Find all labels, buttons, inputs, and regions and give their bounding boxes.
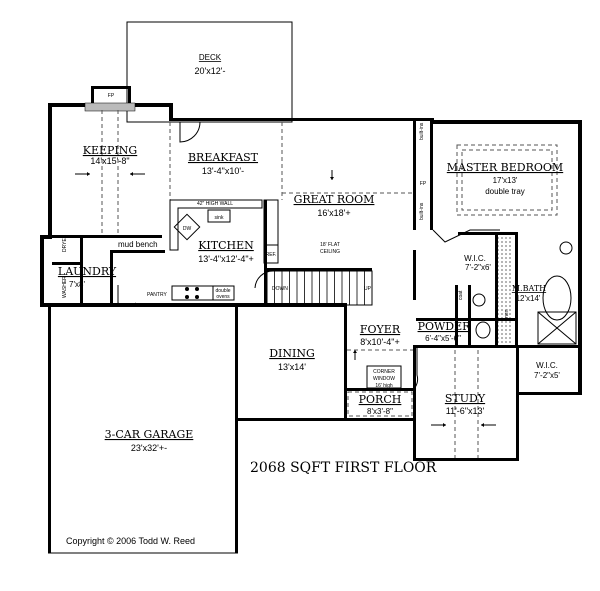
room-wic1-label: W.I.C. 7'-2"x6' <box>464 254 491 272</box>
room-wic2-label: W.I.C. 7'-2"x5' <box>534 361 560 380</box>
garage-dim: 23'x32'+- <box>131 443 167 453</box>
dryer-label: DRYER <box>62 234 68 252</box>
room-keeping-label: KEEPING 14'x15'-8" <box>83 144 137 166</box>
arrows <box>75 170 496 427</box>
copyright-text: Copyright © 2006 Todd W. Reed <box>66 536 195 546</box>
powder-name: POWDER <box>418 320 472 333</box>
mud-bench-label: mud bench <box>118 240 158 249</box>
pantry-label: PANTRY <box>147 292 167 298</box>
keeping-dim: 14'x15'-8" <box>90 156 129 166</box>
stairs-up-label: UP <box>364 286 372 292</box>
double-ovens-label-2: ovens <box>216 294 230 300</box>
fireplace-label: FP <box>108 93 115 99</box>
stairs-down-label: DOWN <box>272 286 288 292</box>
room-garage-label: 3-CAR GARAGE 23'x32'+- <box>105 428 194 453</box>
foyer-name: FOYER <box>360 323 401 336</box>
kitchen-name: KITCHEN <box>198 239 254 252</box>
room-foyer-label: FOYER 8'x10'-4"+ <box>360 323 401 347</box>
room-powder-label: POWDER 6'-4"x5'-6" <box>418 320 472 343</box>
corner-window-line2: WINDOW <box>373 376 395 382</box>
great-room-note2: CEILING <box>320 249 340 255</box>
high-wall-label: 42" HIGH WALL <box>197 201 233 207</box>
mbath-dim: 12'x14' <box>516 294 541 303</box>
room-mbath-label: M.BATH 12'x14' <box>512 284 546 303</box>
laundry-dim: 7'x8' <box>69 280 85 289</box>
porch-name: PORCH <box>359 393 402 406</box>
master-bedroom-name: MASTER BEDROOM <box>447 161 563 174</box>
room-dining-label: DINING 13'x14' <box>269 347 315 372</box>
breakfast-dim: 13'-4"x10'- <box>202 166 244 176</box>
keeping-name: KEEPING <box>83 144 137 157</box>
room-great-room-label: GREAT ROOM 16'x18'+ 18' FLAT CEILING <box>294 193 375 255</box>
room-laundry-label: LAUNDRY 7'x8' <box>58 265 117 289</box>
double-ovens-label-1: double <box>215 288 230 294</box>
interior-walls <box>52 200 578 348</box>
exterior-walls <box>40 86 582 554</box>
dishwasher-label: DW <box>183 226 192 232</box>
sink-label: sink <box>215 215 224 221</box>
master-bedroom-dim: 17'x13' <box>493 176 518 185</box>
room-porch-label: PORCH 8'x3'-8" <box>359 393 402 416</box>
refrigerator-label: REF. <box>266 252 277 258</box>
bath-fixtures <box>472 232 577 345</box>
dashed-lines <box>101 110 558 458</box>
great-room-note1: 18' FLAT <box>320 242 340 248</box>
doors <box>117 121 419 391</box>
deck <box>126 21 293 123</box>
laundry-name: LAUNDRY <box>58 265 117 278</box>
mbath-name: M.BATH <box>512 284 546 293</box>
linen-label: linen <box>504 309 510 320</box>
master-bedroom-note: double tray <box>485 187 525 196</box>
kitchen-dim: 13'-4"x12'-4"+ <box>198 254 254 264</box>
great-room-name: GREAT ROOM <box>294 193 375 206</box>
room-kitchen-label: KITCHEN 13'-4"x12'-4"+ <box>198 239 254 264</box>
built-ins-label-2: built-ins <box>419 202 425 220</box>
dining-name: DINING <box>269 347 315 360</box>
deck-name: DECK <box>199 53 222 62</box>
study-dim: 11'-6"x13' <box>446 406 485 416</box>
corner-window-line1: CORNER <box>373 369 395 375</box>
wic1-dim: 7'-2"x6' <box>465 263 491 272</box>
powder-dim: 6'-4"x5'-6" <box>425 334 461 343</box>
room-master-bedroom-label: MASTER BEDROOM 17'x13' double tray <box>447 161 563 196</box>
room-study-label: STUDY 11'-6"x13' <box>445 392 486 416</box>
kitchen-counters <box>169 199 279 301</box>
study-name: STUDY <box>445 392 486 405</box>
room-breakfast-label: BREAKFAST 13'-4"x10'- <box>188 151 259 176</box>
room-deck-label: DECK 20'x12'- <box>195 53 226 76</box>
built-ins-label-1: built-ins <box>419 122 425 140</box>
fixture-labels: mud bench PANTRY double ovens 42" HIGH W… <box>62 93 510 320</box>
coat-label: coat <box>458 290 464 300</box>
garage-name: 3-CAR GARAGE <box>105 428 194 441</box>
corner-window-label: CORNER WINDOW 16' high <box>366 365 402 389</box>
wic1-name: W.I.C. <box>464 254 486 263</box>
foyer-dim: 8'x10'-4"+ <box>360 337 399 347</box>
breakfast-name: BREAKFAST <box>188 151 259 164</box>
washer-label: WASHER <box>62 276 68 298</box>
fireplace-label-2: FP <box>420 181 427 187</box>
staircase <box>266 270 373 306</box>
great-room-dim: 16'x18'+ <box>317 208 350 218</box>
wic2-name: W.I.C. <box>536 361 558 370</box>
deck-dim: 20'x12'- <box>195 66 226 76</box>
corner-window-line3: 16' high <box>375 383 393 389</box>
dining-dim: 13'x14' <box>278 362 306 372</box>
floor-plan-title: 2068 SQFT FIRST FLOOR <box>250 460 437 476</box>
wic2-dim: 7'-2"x5' <box>534 371 560 380</box>
porch-dim: 8'x3'-8" <box>367 407 393 416</box>
